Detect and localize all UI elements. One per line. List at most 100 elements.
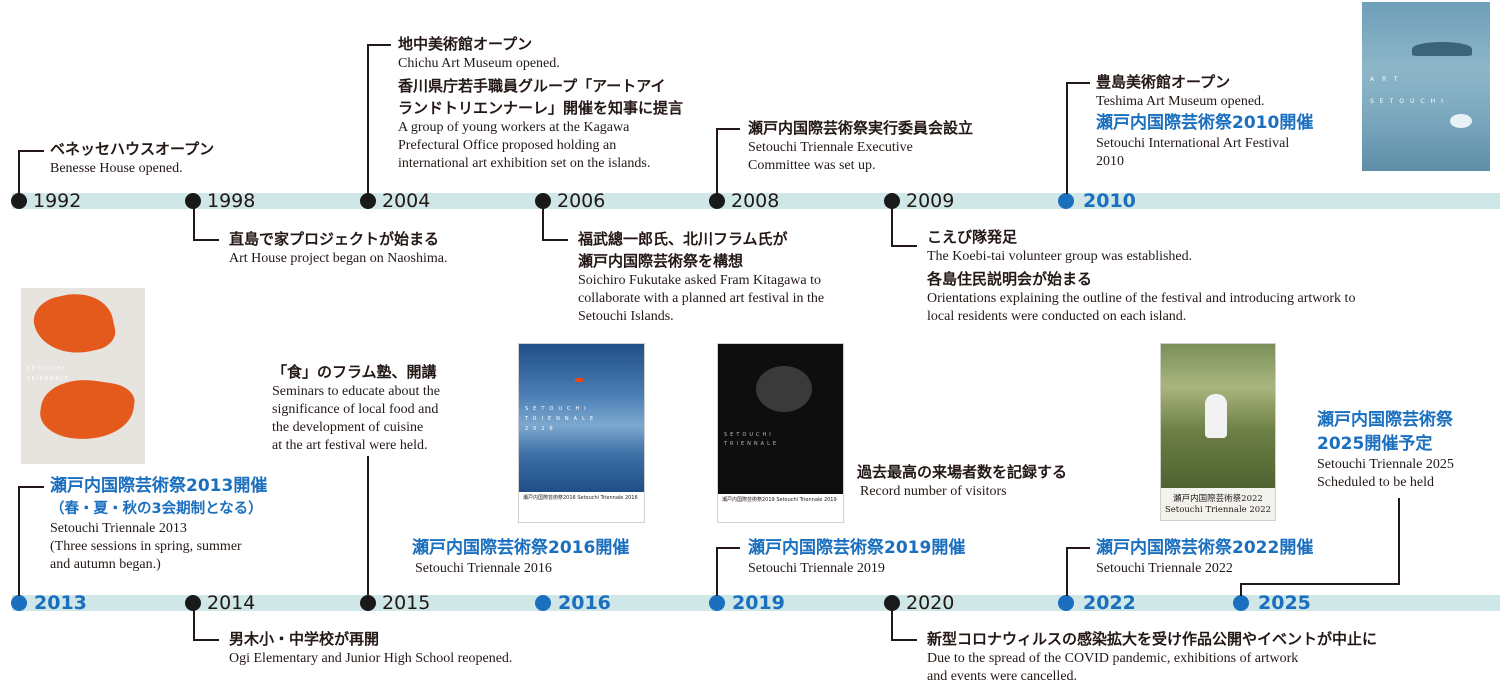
event-2004-en2: A group of young workers at the Kagawa P… [398,120,651,171]
poster-2019-footer: 瀬戸内国際芸術祭2019 Setouchi Triennale 2019 [722,497,837,503]
event-2019-en: Setouchi Triennale 2019 [748,561,885,576]
year-label-2022: 2022 [1083,592,1136,614]
connector-2014 [193,610,195,640]
connector-2022-h [1066,547,1090,549]
connector-1998 [193,208,195,240]
year-label-2019: 2019 [732,592,785,614]
timeline-band-top [12,193,1500,209]
year-label-2009: 2009 [906,190,955,212]
event-2019-jp: 瀬戸内国際芸術祭2019開催 [748,538,966,558]
poster-2016-title3: 2016 [525,426,558,432]
event-2009-en2: Orientations explaining the outline of t… [927,291,1356,324]
event-2013: 瀬戸内国際芸術祭2013開催 （春・夏・秋の3会期制となる） Setouchi … [50,474,267,574]
connector-2009 [891,208,893,246]
event-2009: こえび隊発足 The Koebi-tai volunteer group was… [927,226,1355,326]
event-2014-jp: 男木小・中学校が再開 [229,630,380,648]
connector-2009-h [891,245,917,247]
event-2008-jp: 瀬戸内国際芸術祭実行委員会設立 [748,119,974,137]
event-2009-en1: The Koebi-tai volunteer group was establ… [927,249,1193,264]
event-2009-jp2: 各島住民説明会が始まる [927,270,1093,288]
event-record-en: Record number of visitors [860,484,1007,499]
event-2019: 瀬戸内国際芸術祭2019開催 Setouchi Triennale 2019 [748,536,965,578]
poster-2022: 瀬戸内国際芸術祭2022 Setouchi Triennale 2022 [1160,343,1276,521]
year-marker-2020 [884,595,900,611]
event-2004-jp2b: ランドトリエンナーレ」開催を知事に提言 [398,99,684,117]
connector-2014-h [193,639,219,641]
year-marker-2015 [360,595,376,611]
connector-2025 [1398,498,1400,584]
connector-2020-h [891,639,917,641]
event-2006-jp1: 福武總一郎氏、北川フラム氏が [578,230,788,248]
event-1992-en: Benesse House opened. [50,161,183,176]
poster-2016-footer: 瀬戸内国際芸術祭2016 Setouchi Triennale 2016 [523,495,638,501]
year-marker-2014 [185,595,201,611]
connector-2013 [18,486,20,596]
poster-2016-title1: SETOUCHI [525,406,591,412]
connector-1992 [18,150,20,194]
event-2022: 瀬戸内国際芸術祭2022開催 Setouchi Triennale 2022 [1096,536,1313,578]
event-1992: ベネッセハウスオープン Benesse House opened. [50,138,214,178]
event-2010: 豊島美術館オープン Teshima Art Museum opened. 瀬戸内… [1096,71,1313,171]
year-marker-2016 [535,595,551,611]
year-label-2004: 2004 [382,190,431,212]
event-2014: 男木小・中学校が再開 Ogi Elementary and Junior Hig… [229,628,512,668]
connector-2006-h [542,239,568,241]
year-marker-2006 [535,193,551,209]
year-label-2020: 2020 [906,592,955,614]
year-marker-1992 [11,193,27,209]
poster-2010-title2: SETOUCHI [1370,98,1449,105]
poster-2016-title2: TRIENNALE [525,416,599,422]
year-label-2016: 2016 [558,592,611,614]
event-2006-en: Soichiro Fukutake asked Fram Kitagawa to… [578,273,825,324]
event-2025: 瀬戸内国際芸術祭 2025開催予定 Setouchi Triennale 202… [1317,408,1454,492]
year-label-1992: 1992 [33,190,82,212]
event-2004-jp1: 地中美術館オープン [398,35,533,53]
event-2010-jp1: 豊島美術館オープン [1096,73,1231,91]
connector-2010-h [1066,82,1090,84]
year-marker-2009 [884,193,900,209]
event-2004-en1: Chichu Art Museum opened. [398,56,560,71]
event-2009-jp1: こえび隊発足 [927,228,1018,246]
connector-1998-h [193,239,219,241]
year-label-2025: 2025 [1258,592,1311,614]
connector-2013-h [18,486,44,488]
event-1992-jp: ベネッセハウスオープン [50,140,215,158]
event-2022-jp: 瀬戸内国際芸術祭2022開催 [1096,538,1314,558]
connector-2006 [542,208,544,240]
year-marker-2019 [709,595,725,611]
event-1998: 直島で家プロジェクトが始まる Art House project began o… [229,228,448,268]
poster-2022-title1: 瀬戸内国際芸術祭2022 [1173,494,1263,504]
year-marker-1998 [185,193,201,209]
poster-2013-cloth2 [37,373,137,447]
event-2020-jp: 新型コロナウィルスの感染拡大を受け作品公開やイベントが中止に [927,630,1378,648]
event-2004: 地中美術館オープン Chichu Art Museum opened. 香川県庁… [398,33,683,173]
poster-2013-title2: T R I E N N A L E [27,376,68,382]
poster-2019: SETOUCHI TRIENNALE 瀬戸内国際芸術祭2019 Setouchi… [717,343,844,523]
year-marker-2008 [709,193,725,209]
event-2025-jp2: 2025開催予定 [1317,434,1433,454]
connector-2025-v2 [1240,583,1242,596]
event-2008: 瀬戸内国際芸術祭実行委員会設立 Setouchi Triennale Execu… [748,117,973,175]
event-2010-jp2: 瀬戸内国際芸術祭2010開催 [1096,113,1314,133]
poster-2022-figure [1205,394,1227,438]
year-label-2015: 2015 [382,592,431,614]
connector-2010 [1066,82,1068,194]
event-2020-en: Due to the spread of the COVID pandemic,… [927,651,1299,684]
year-label-2006: 2006 [557,190,606,212]
connector-1992-h [18,150,44,152]
year-label-1998: 1998 [207,190,256,212]
year-marker-2022 [1058,595,1074,611]
event-2004-jp2a: 香川県庁若手職員グループ「アートアイ [398,77,666,95]
event-2016-jp: 瀬戸内国際芸術祭2016開催 [412,538,630,558]
poster-2016-boat [575,378,583,382]
event-2015-en: Seminars to educate about the significan… [272,384,440,453]
event-2025-jp1: 瀬戸内国際芸術祭 [1317,410,1453,430]
year-marker-2004 [360,193,376,209]
poster-2010: ART SETOUCHI [1362,2,1490,171]
event-2020: 新型コロナウィルスの感染拡大を受け作品公開やイベントが中止に Due to th… [927,628,1377,686]
event-2006-jp2: 瀬戸内国際芸術祭を構想 [578,252,744,270]
poster-2016: SETOUCHI TRIENNALE 2016 瀬戸内国際芸術祭2016 Set… [518,343,645,523]
connector-2008 [716,128,718,194]
poster-2019-octopus [756,366,812,412]
event-2006: 福武總一郎氏、北川フラム氏が 瀬戸内国際芸術祭を構想 Soichiro Fuku… [578,228,824,326]
